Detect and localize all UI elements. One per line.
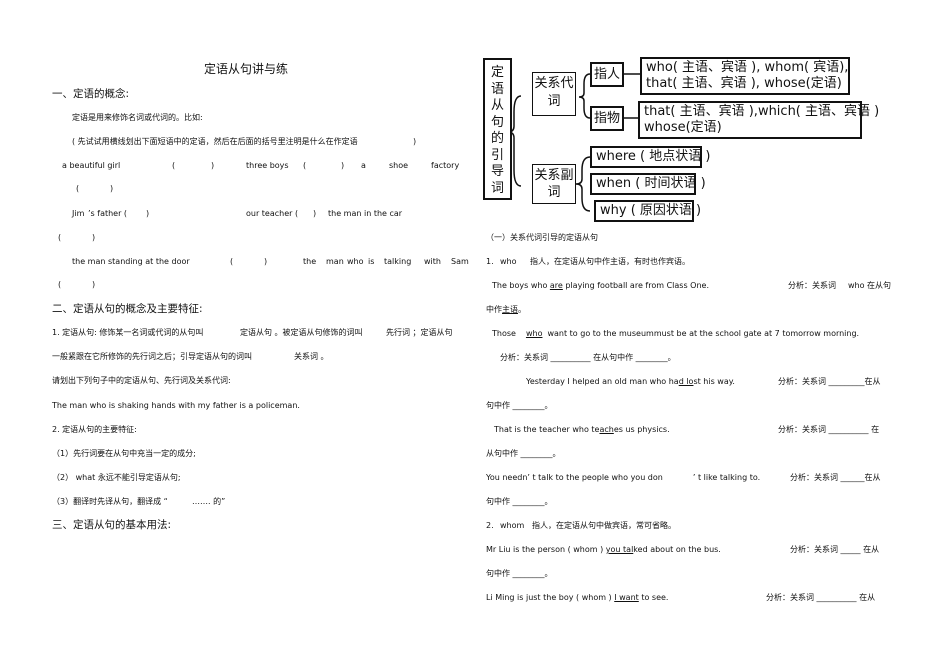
concept-line-1b: 定语从句 。被定语从句修饰的词叫	[240, 328, 363, 337]
phrase-man-standing: the man standing at the door	[72, 257, 190, 266]
phrase-word: the	[303, 257, 317, 266]
analysis-1-cont: who 在从句	[848, 281, 892, 290]
bracket-open: (	[76, 184, 80, 193]
example-4: That is the teacher who teaches us physi…	[494, 425, 670, 434]
analysis-3: 分析：关系词 _________在从	[778, 377, 881, 386]
bracket-close: )	[264, 257, 268, 266]
instruction-close: )	[413, 137, 417, 146]
example-3: Yesterday I helped an old man who had lo…	[526, 377, 735, 386]
phrase-beautiful-girl: a beautiful girl	[62, 161, 121, 170]
exercise-instruction: 请划出下列句子中的定语从句、先行词及关系代词:	[52, 376, 231, 385]
page-title: 定语从句讲与练	[204, 62, 289, 76]
phrase-word: Sam	[451, 257, 469, 266]
phrase-word: talking	[384, 257, 412, 266]
phrase-word: a	[361, 161, 366, 170]
bracket-close: )	[313, 209, 317, 218]
bracket-close: )	[211, 161, 215, 170]
concept-line-1a: 1. 定语从句: 修饰某一名词或代词的从句叫	[52, 328, 204, 337]
phrase-word: is	[368, 257, 375, 266]
phrase-word: shoe	[389, 161, 409, 170]
analysis-5: 分析：关系词 ______在从	[790, 473, 881, 482]
phrase-man-in-car: the man in the car	[328, 209, 403, 218]
example-5: You needn’ t talk to the people who you …	[486, 473, 761, 482]
person-words-line-1: who( 主语、宾语 ), whom( 宾语),	[646, 60, 849, 75]
instruction-text: ( 先试试用横线划出下面短语中的定语，然后在后面的括号里注明是什么在作定语	[72, 137, 358, 146]
bracket-close: )	[110, 184, 114, 193]
whom-usage: 指人，在定语从句中做宾语，常可省略。	[532, 521, 676, 530]
relative-adverb-box: 关系副词	[532, 164, 576, 204]
bracket-open: (	[230, 257, 234, 266]
section-2-heading: 二、定语从句的概念及主要特征:	[52, 303, 203, 315]
item-number: 2.	[486, 521, 494, 530]
person-words-box: who( 主语、宾语 ), whom( 宾语), that( 主语、宾语 ), …	[640, 57, 850, 95]
when-box: when ( 时间状语 )	[590, 173, 706, 195]
analysis-1-line2: 中作主语。	[486, 305, 526, 314]
diagram-root-box: 定语从句的引导词	[483, 58, 512, 200]
example-6: Mr Liu is the person ( whom ) you talked…	[486, 545, 721, 554]
concept-line-2b: 关系词 。	[294, 352, 329, 361]
phrase-word: with	[424, 257, 441, 266]
example-1: The boys who are playing football are fr…	[492, 281, 709, 290]
bracket-open: (	[58, 233, 62, 242]
item-number: 1.	[486, 257, 494, 266]
features-heading: 2. 定语从句的主要特征:	[52, 425, 137, 434]
thing-words-line-1: that( 主语、宾语 ),which( 主语、宾语 )	[644, 104, 880, 119]
analysis-6-line2: 句中作 ________。	[486, 569, 553, 578]
analysis-3-line2: 句中作 ________。	[486, 401, 553, 410]
who-usage: 指人，在定语从句中作主语，有时也作宾语。	[530, 257, 690, 266]
keyword-whom: whom	[500, 521, 525, 530]
analysis-4-line2: 从句中作 ________。	[486, 449, 561, 458]
example-7: Li Ming is just the boy ( whom ) I want …	[486, 593, 669, 602]
keyword-who: who	[500, 257, 517, 266]
phrase-word: factory	[431, 161, 460, 170]
bracket-open: (	[58, 280, 62, 289]
concept-line-2a: 一般紧跟在它所修饰的先行词之后；引导定语从句的词叫	[52, 352, 252, 361]
phrase-our-teacher: our teacher (	[246, 209, 299, 218]
definition-text: 定语是用来修饰名词或代词的。比如:	[72, 113, 203, 122]
why-box: why ( 原因状语 )	[594, 200, 701, 222]
bracket-close: )	[92, 233, 96, 242]
bracket-open: (	[303, 161, 307, 170]
feature-2: （2） what 永远不能引导定语从句;	[52, 473, 181, 482]
bracket-open: (	[172, 161, 176, 170]
person-words-line-2: that( 主语、宾语 ), whose(定语)	[646, 76, 842, 91]
bracket-close: )	[146, 209, 150, 218]
analysis-6: 分析：关系词 _____ 在从	[790, 545, 880, 554]
thing-words-line-2: whose(定语)	[644, 120, 722, 135]
where-box: where ( 地点状语 )	[590, 146, 710, 168]
phrase-word: man	[326, 257, 344, 266]
bracket-close: )	[92, 280, 96, 289]
feature-3a: （3）翻译时先译从句，翻译成 “	[52, 497, 168, 506]
phrase-father: ’s father (	[88, 209, 128, 218]
analysis-7: 分析：关系词 __________ 在从	[766, 593, 876, 602]
analysis-2: 分析：关系词 __________ 在从句中作 ________。	[500, 353, 676, 362]
thing-box: 指物	[590, 106, 624, 131]
thing-words-box: that( 主语、宾语 ),which( 主语、宾语 ) whose(定语)	[638, 101, 880, 139]
person-box: 指人	[590, 62, 624, 87]
section-3-heading: 三、定语从句的基本用法:	[52, 519, 172, 531]
phrase-three-boys: three boys	[246, 161, 289, 170]
bracket-close: )	[341, 161, 345, 170]
exercise-sentence: The man who is shaking hands with my fat…	[52, 401, 300, 410]
concept-line-1c: 先行词 ；定语从句	[386, 328, 453, 337]
phrase-word: who	[347, 257, 364, 266]
analysis-4: 分析：关系词 __________ 在	[778, 425, 880, 434]
analysis-1: 分析：关系词	[788, 281, 836, 290]
phrase-jim: Jim	[72, 209, 85, 218]
analysis-5-line2: 句中作 ________。	[486, 497, 553, 506]
feature-3b: ……. 的”	[192, 497, 226, 506]
section-1-heading: 一、定语的概念:	[52, 88, 130, 100]
relative-pronoun-box: 关系代词	[532, 72, 576, 116]
feature-1: （1）先行词要在从句中充当一定的成分;	[52, 449, 196, 458]
subsection-heading: （一）关系代词引导的定语从句	[486, 233, 598, 242]
